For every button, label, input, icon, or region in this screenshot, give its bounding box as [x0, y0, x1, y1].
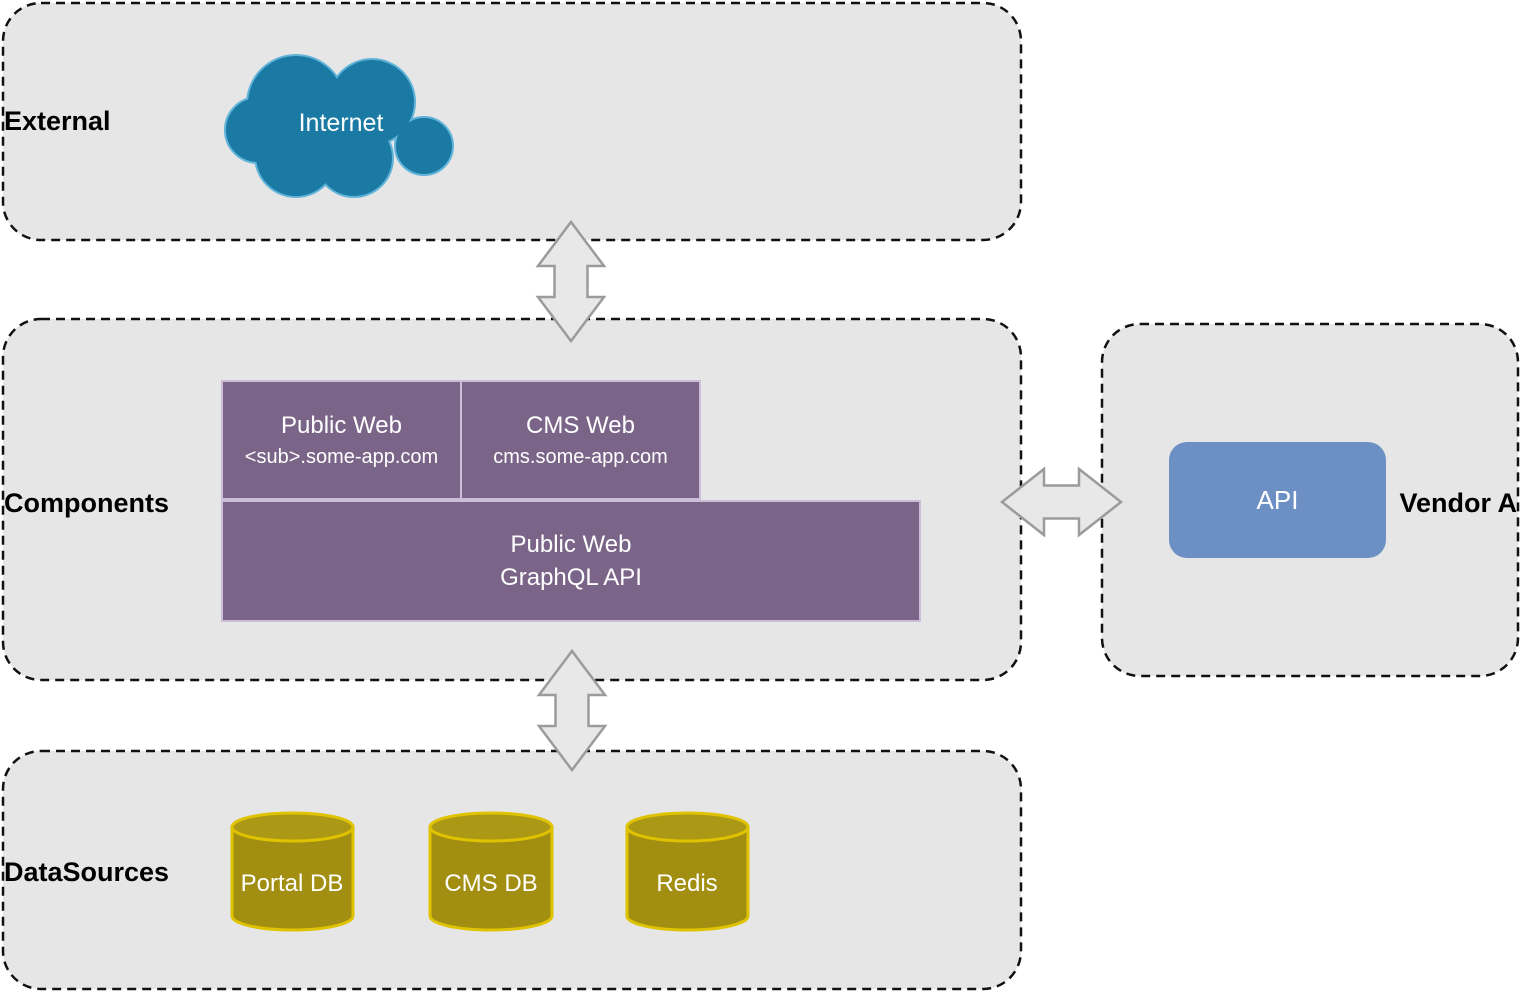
vendor-api-node: API	[1169, 442, 1386, 558]
database-cylinder-icon	[625, 811, 750, 932]
cms-web-title: CMS Web	[526, 411, 635, 439]
components-group-label: Components	[4, 488, 169, 518]
public-web-title: Public Web	[281, 411, 402, 439]
vendor-a-group-label: Vendor A	[1399, 488, 1517, 518]
double-arrow-icon	[999, 466, 1124, 538]
database-cylinder-icon	[230, 811, 355, 932]
redis-label: Redis	[656, 870, 718, 897]
web-nodes-row: Public Web <sub>.some-app.com CMS Web cm…	[221, 380, 701, 500]
vendor-api-label: API	[1256, 484, 1299, 515]
portal-db-label: Portal DB	[240, 870, 344, 897]
public-web-node: Public Web <sub>.some-app.com	[223, 382, 460, 498]
database-cylinder-icon	[428, 811, 554, 932]
external-group-box	[1, 1, 1023, 242]
external-group-label: External	[4, 106, 111, 136]
double-arrow-icon	[535, 219, 607, 344]
double-arrow-icon	[536, 648, 608, 773]
datasources-group-label: DataSources	[4, 857, 170, 887]
graphql-api-node: Public Web GraphQL API	[221, 500, 921, 622]
cms-web-node: CMS Web cms.some-app.com	[460, 382, 699, 498]
public-web-subtitle: <sub>.some-app.com	[244, 445, 439, 468]
internet-node-label: Internet	[298, 109, 384, 137]
cms-db-label: CMS DB	[444, 870, 538, 897]
cms-web-subtitle: cms.some-app.com	[493, 445, 668, 468]
cloud-icon	[224, 54, 454, 198]
graphql-api-subtitle: GraphQL API	[500, 563, 642, 591]
graphql-api-title: Public Web	[510, 530, 632, 558]
